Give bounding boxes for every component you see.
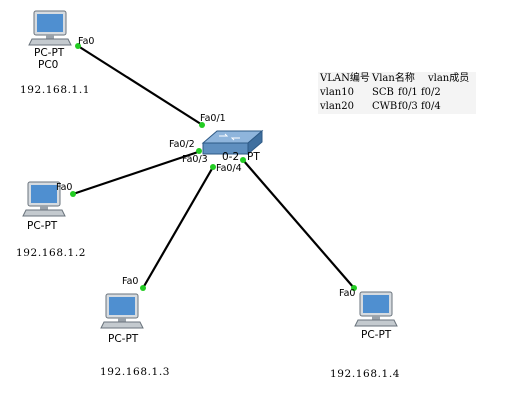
- vlan-table-cell-id: vlan10: [320, 87, 354, 98]
- pc3-ip-label: 192.168.1.4: [330, 368, 401, 380]
- port-indicator: [70, 191, 76, 197]
- pc1-type-label: PC-PT: [27, 220, 58, 232]
- link-pc1-switch: [72, 149, 202, 196]
- pc2-ip-label: 192.168.1.3: [100, 366, 171, 378]
- pc1-ip-label: 192.168.1.2: [16, 247, 87, 259]
- vlan-table-cell-id: vlan20: [320, 101, 354, 112]
- port-indicator: [240, 157, 246, 163]
- switch-port-label-fa0-1: Fa0/1: [200, 113, 226, 124]
- switch-icon[interactable]: [201, 129, 264, 156]
- pc0-type-label: PC-PT: [34, 47, 65, 59]
- vlan-table-row: vlan10 SCB f0/1 f0/2: [318, 86, 476, 100]
- pc3-port-label: Fa0: [339, 288, 356, 299]
- vlan-table-row: vlan20 CWBf0/3 f0/4: [318, 100, 476, 114]
- port-indicator: [199, 122, 205, 128]
- pc0-port-label: Fa0: [78, 36, 95, 47]
- port-indicator: [196, 148, 202, 154]
- switch-label-fragment: 0-2: [222, 151, 240, 163]
- pc-icon[interactable]: [28, 10, 72, 46]
- vlan-table-cell-name: SCB: [372, 87, 394, 98]
- pc0-ip-label: 192.168.1.1: [20, 84, 91, 96]
- pc0-name-label: PC0: [38, 59, 59, 71]
- vlan-table-cell-members: f0/1 f0/2: [398, 87, 441, 98]
- switch-port-label-fa0-3: Fa0/3: [182, 154, 208, 165]
- link-pc0-switch: [77, 45, 205, 127]
- port-indicator: [210, 164, 216, 170]
- pc2-type-label: PC-PT: [108, 333, 139, 345]
- vlan-table-header-name: Vlan名称: [372, 73, 415, 84]
- switch-label-end: PT: [247, 151, 260, 163]
- pc3-type-label: PC-PT: [361, 329, 392, 341]
- port-indicator: [351, 285, 357, 291]
- switch-port-label-fa0-2: Fa0/2: [169, 139, 195, 150]
- vlan-table-header-members: vlan成员: [428, 73, 470, 84]
- link-pc3-switch: [242, 159, 355, 289]
- port-indicator: [75, 43, 81, 49]
- port-indicator: [140, 285, 146, 291]
- vlan-table-header-id: VLAN编号: [320, 73, 370, 84]
- pc-icon[interactable]: [100, 293, 144, 329]
- pc2-port-label: Fa0: [122, 276, 139, 287]
- pc-icon[interactable]: [354, 291, 398, 327]
- pc-icon[interactable]: [22, 181, 66, 217]
- switch-port-label-fa0-4: Fa0/4: [216, 163, 242, 174]
- vlan-table-cell-name: CWB: [372, 101, 398, 112]
- link-pc2-switch: [142, 166, 214, 289]
- vlan-table-cell-members: f0/3 f0/4: [398, 101, 441, 112]
- pc1-port-label: Fa0: [56, 182, 73, 193]
